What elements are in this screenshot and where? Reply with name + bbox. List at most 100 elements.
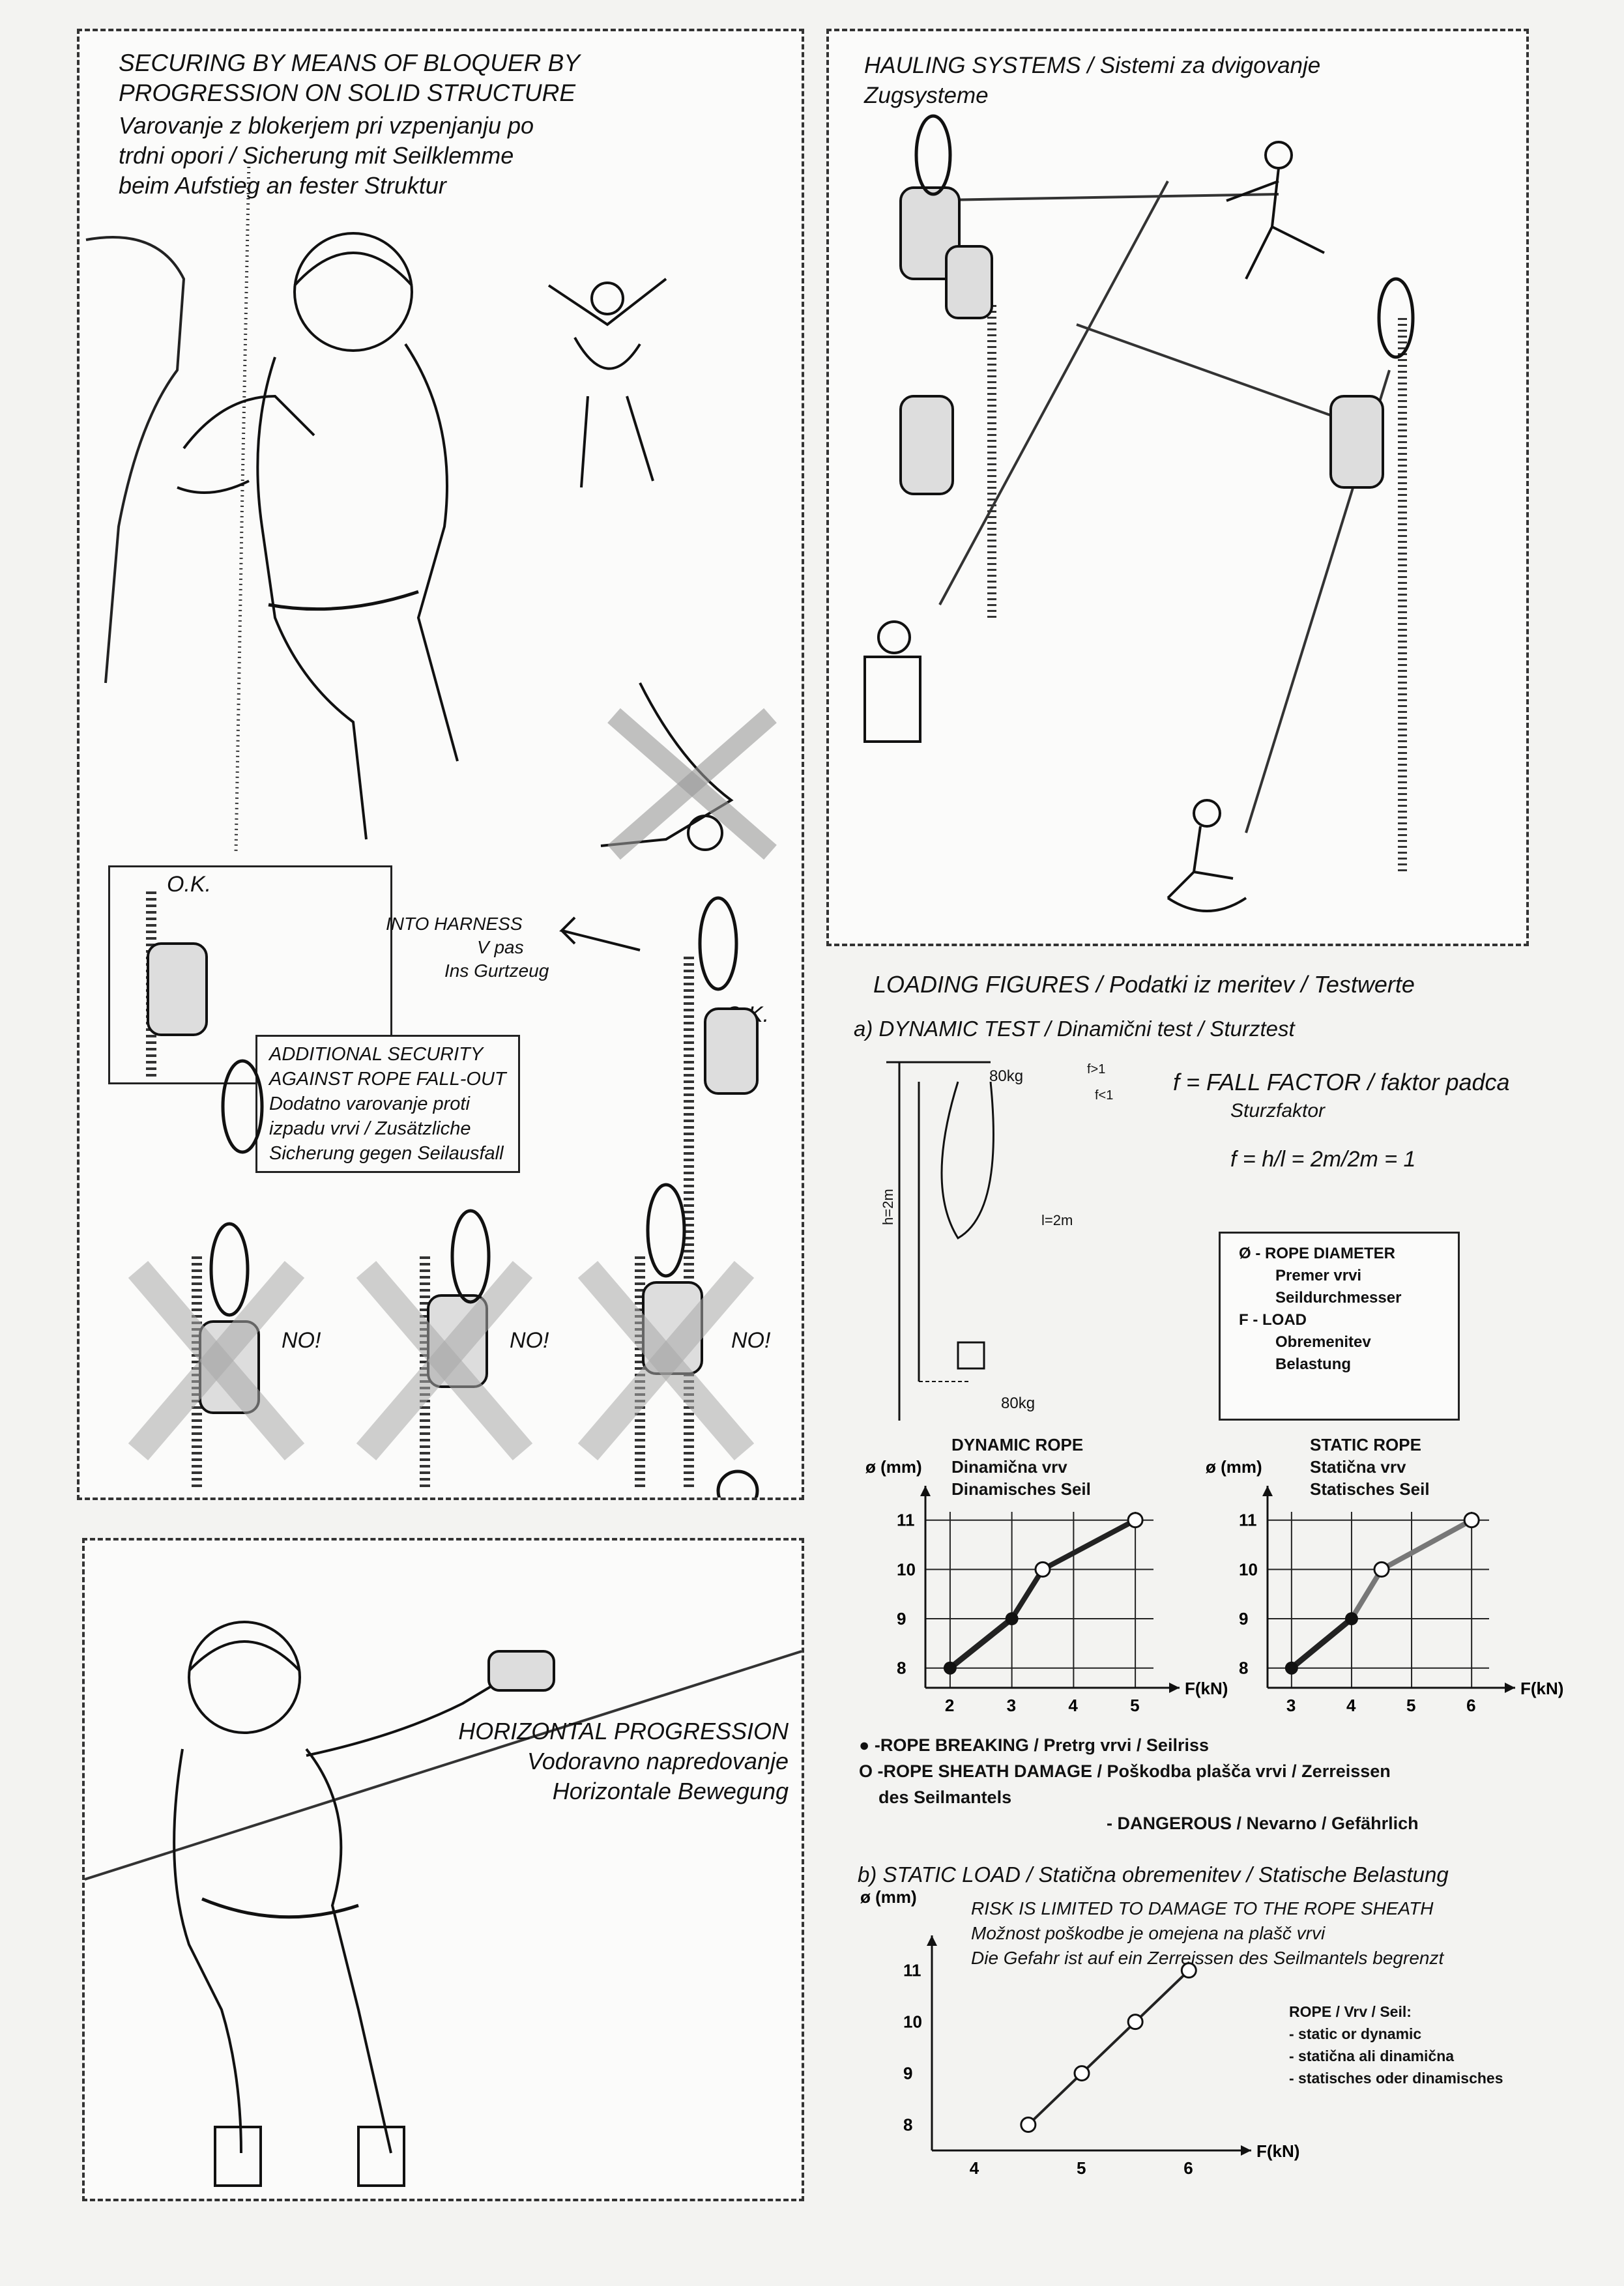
rope-legend-box: Ø - ROPE DIAMETER Premer vrvi Seildurchm… (1219, 1232, 1460, 1421)
filled-dot-icon: ● (859, 1735, 870, 1755)
rope-breaking-point (1284, 1661, 1298, 1675)
sheath-damage-point (1463, 1512, 1480, 1529)
x-tick-label: 5 (1406, 1696, 1415, 1715)
horizontal-panel: HORIZONTAL PROGRESSION Vodoravno napredo… (82, 1538, 804, 2201)
static-load-title: b) STATIC LOAD / Statična obremenitev / … (858, 1862, 1449, 1887)
dynamic-rope-chart: ø (mm) F(kN) 2 3 4 5 8 9 10 11 (865, 1457, 1228, 1715)
f-lt-label: f<1 (1095, 1088, 1114, 1103)
series-line-segment (948, 1616, 1014, 1671)
climbing-panel: SECURING BY MEANS OF BLOQUER BY PROGRESS… (77, 29, 804, 1500)
rope-breaking-point (943, 1661, 957, 1675)
no-label-2: NO! (510, 1328, 549, 1353)
static-rope-title: STATIC ROPE Statična vrv Statisches Seil (1310, 1435, 1430, 1499)
x-axis-label: F(kN) (1520, 1679, 1563, 1698)
dynamic-test-title: a) DYNAMIC TEST / Dinamični test / Sturz… (854, 1017, 1295, 1041)
x-axis-arrow (1169, 1683, 1180, 1693)
sheath-damage-point (1373, 1561, 1390, 1578)
y-tick-label: 10 (1239, 1559, 1258, 1579)
climbing-subtitle: Varovanje z blokerjem pri vzpenjanju po … (119, 112, 534, 199)
x-tick-label: 6 (1183, 2158, 1193, 2178)
y-tick-label: 8 (897, 1658, 906, 1678)
y-tick-label: 11 (903, 1961, 921, 1980)
sheath-damage-point (1127, 1512, 1144, 1529)
f-gt-label: f>1 (1087, 1062, 1106, 1077)
y-axis-arrow (927, 1935, 937, 1946)
sheath-damage-point (1073, 2065, 1090, 2082)
fall-factor-formula: f = h/l = 2m/2m = 1 (1230, 1147, 1416, 1172)
chart-key: ● -ROPE BREAKING / Pretrg vrvi / Seilris… (859, 1732, 1419, 1836)
x-axis-label: F(kN) (1256, 2141, 1299, 2161)
sheath-damage-point (1020, 2117, 1037, 2134)
key-breaking: ● -ROPE BREAKING / Pretrg vrvi / Seilris… (859, 1735, 1209, 1755)
series-line-segment (1380, 1518, 1473, 1572)
static-rope-chart: ø (mm) F(kN) 3 4 5 6 8 9 10 11 (1206, 1457, 1563, 1715)
y-tick-label: 8 (903, 2115, 912, 2135)
fall-factor-label: f = FALL FACTOR / faktor padca (1173, 1069, 1510, 1095)
series-line-segment (1027, 2072, 1083, 2126)
y-tick-label: 9 (1239, 1609, 1248, 1628)
x-tick-label: 6 (1466, 1696, 1475, 1715)
hauling-illustration (863, 114, 1415, 912)
static-note: RISK IS LIMITED TO DAMAGE TO THE ROPE SH… (971, 1898, 1444, 1968)
x-tick-label: 3 (1286, 1696, 1296, 1715)
horizontal-progression-text: HORIZONTAL PROGRESSION Vodoravno napredo… (458, 1718, 789, 1804)
series-line-segment (1289, 1616, 1354, 1671)
x-tick-label: 5 (1077, 2158, 1086, 2178)
climber-illustration (85, 161, 777, 860)
sheath-damage-point (1127, 2014, 1144, 2031)
y-tick-label: 10 (897, 1559, 916, 1579)
ok-label: O.K. (167, 872, 212, 897)
dynamic-test-diagram (886, 1061, 994, 1421)
series-line-segment (1349, 1568, 1384, 1621)
additional-security-text: ADDITIONAL SECURITY AGAINST ROPE FALL-OU… (255, 1035, 520, 1173)
y-axis-label: ø (mm) (865, 1457, 922, 1477)
sheath-damage-point (1034, 1561, 1051, 1578)
hauling-panel: HAULING SYSTEMS / Sistemi za dvigovanje … (826, 29, 1529, 946)
key-sheath: O -ROPE SHEATH DAMAGE / Poškodba plašča … (859, 1761, 1391, 1781)
rope-breaking-point (1005, 1612, 1019, 1626)
x-tick-label: 2 (945, 1696, 954, 1715)
loading-figures-title: LOADING FIGURES / Podatki iz meritev / T… (873, 971, 1415, 998)
dynamic-rope-title: DYNAMIC ROPE Dinamična vrv Dinamisches S… (951, 1435, 1091, 1499)
open-dot-icon: O (859, 1761, 873, 1781)
no-label-1: NO! (282, 1328, 321, 1353)
y-tick-label: 8 (1239, 1658, 1248, 1678)
y-tick-label: 9 (897, 1609, 906, 1628)
series-line-segment (1009, 1568, 1045, 1621)
l-label: l=2m (1041, 1212, 1073, 1228)
y-axis-label: ø (mm) (860, 1890, 917, 1907)
y-tick-label: 11 (897, 1511, 915, 1530)
x-tick-label: 4 (1068, 1696, 1078, 1715)
no-label-3: NO! (731, 1328, 771, 1353)
y-axis-label: ø (mm) (1206, 1457, 1262, 1477)
series-line-segment (1041, 1518, 1137, 1572)
detail-box-ok (108, 865, 392, 1084)
static-rope-legend: ROPE / Vrv / Seil: - static or dynamic -… (1289, 2003, 1503, 2087)
y-axis-arrow (920, 1486, 931, 1496)
y-tick-label: 9 (903, 2064, 912, 2083)
rope-breaking-point (1344, 1612, 1358, 1626)
sturzfaktor-label: Sturzfaktor (1230, 1100, 1326, 1121)
sheath-damage-point (1180, 1962, 1197, 1979)
x-tick-label: 3 (1007, 1696, 1016, 1715)
h-label: h=2m (880, 1189, 896, 1225)
y-axis-arrow (1262, 1486, 1273, 1496)
dynamic-mass-label-bottom: 80kg (1001, 1395, 1036, 1412)
hauling-title: HAULING SYSTEMS / Sistemi za dvigovanje … (864, 53, 1321, 108)
series-line-segment (1080, 2021, 1137, 2075)
into-harness-label: INTO HARNESS V pas Ins Gurtzeug (386, 914, 549, 981)
y-tick-label: 11 (1239, 1511, 1257, 1530)
y-tick-label: 10 (903, 2012, 922, 2032)
device-illustrations (128, 891, 759, 1497)
series-line-segment (1134, 1969, 1190, 2023)
x-tick-label: 4 (970, 2158, 979, 2178)
dynamic-mass-label: 80kg (989, 1067, 1024, 1085)
x-axis-label: F(kN) (1185, 1679, 1228, 1698)
x-tick-label: 4 (1346, 1696, 1356, 1715)
x-tick-label: 5 (1130, 1696, 1139, 1715)
climbing-title: SECURING BY MEANS OF BLOQUER BY PROGRESS… (119, 50, 580, 106)
horizontal-climber-illustration (85, 1621, 802, 2187)
key-dangerous: - DANGEROUS / Nevarno / Gefährlich (1107, 1814, 1419, 1833)
x-axis-arrow (1241, 2145, 1251, 2156)
static-load-chart: ø (mm) F(kN) 4 5 6 8 9 10 11 (860, 1890, 1299, 2178)
